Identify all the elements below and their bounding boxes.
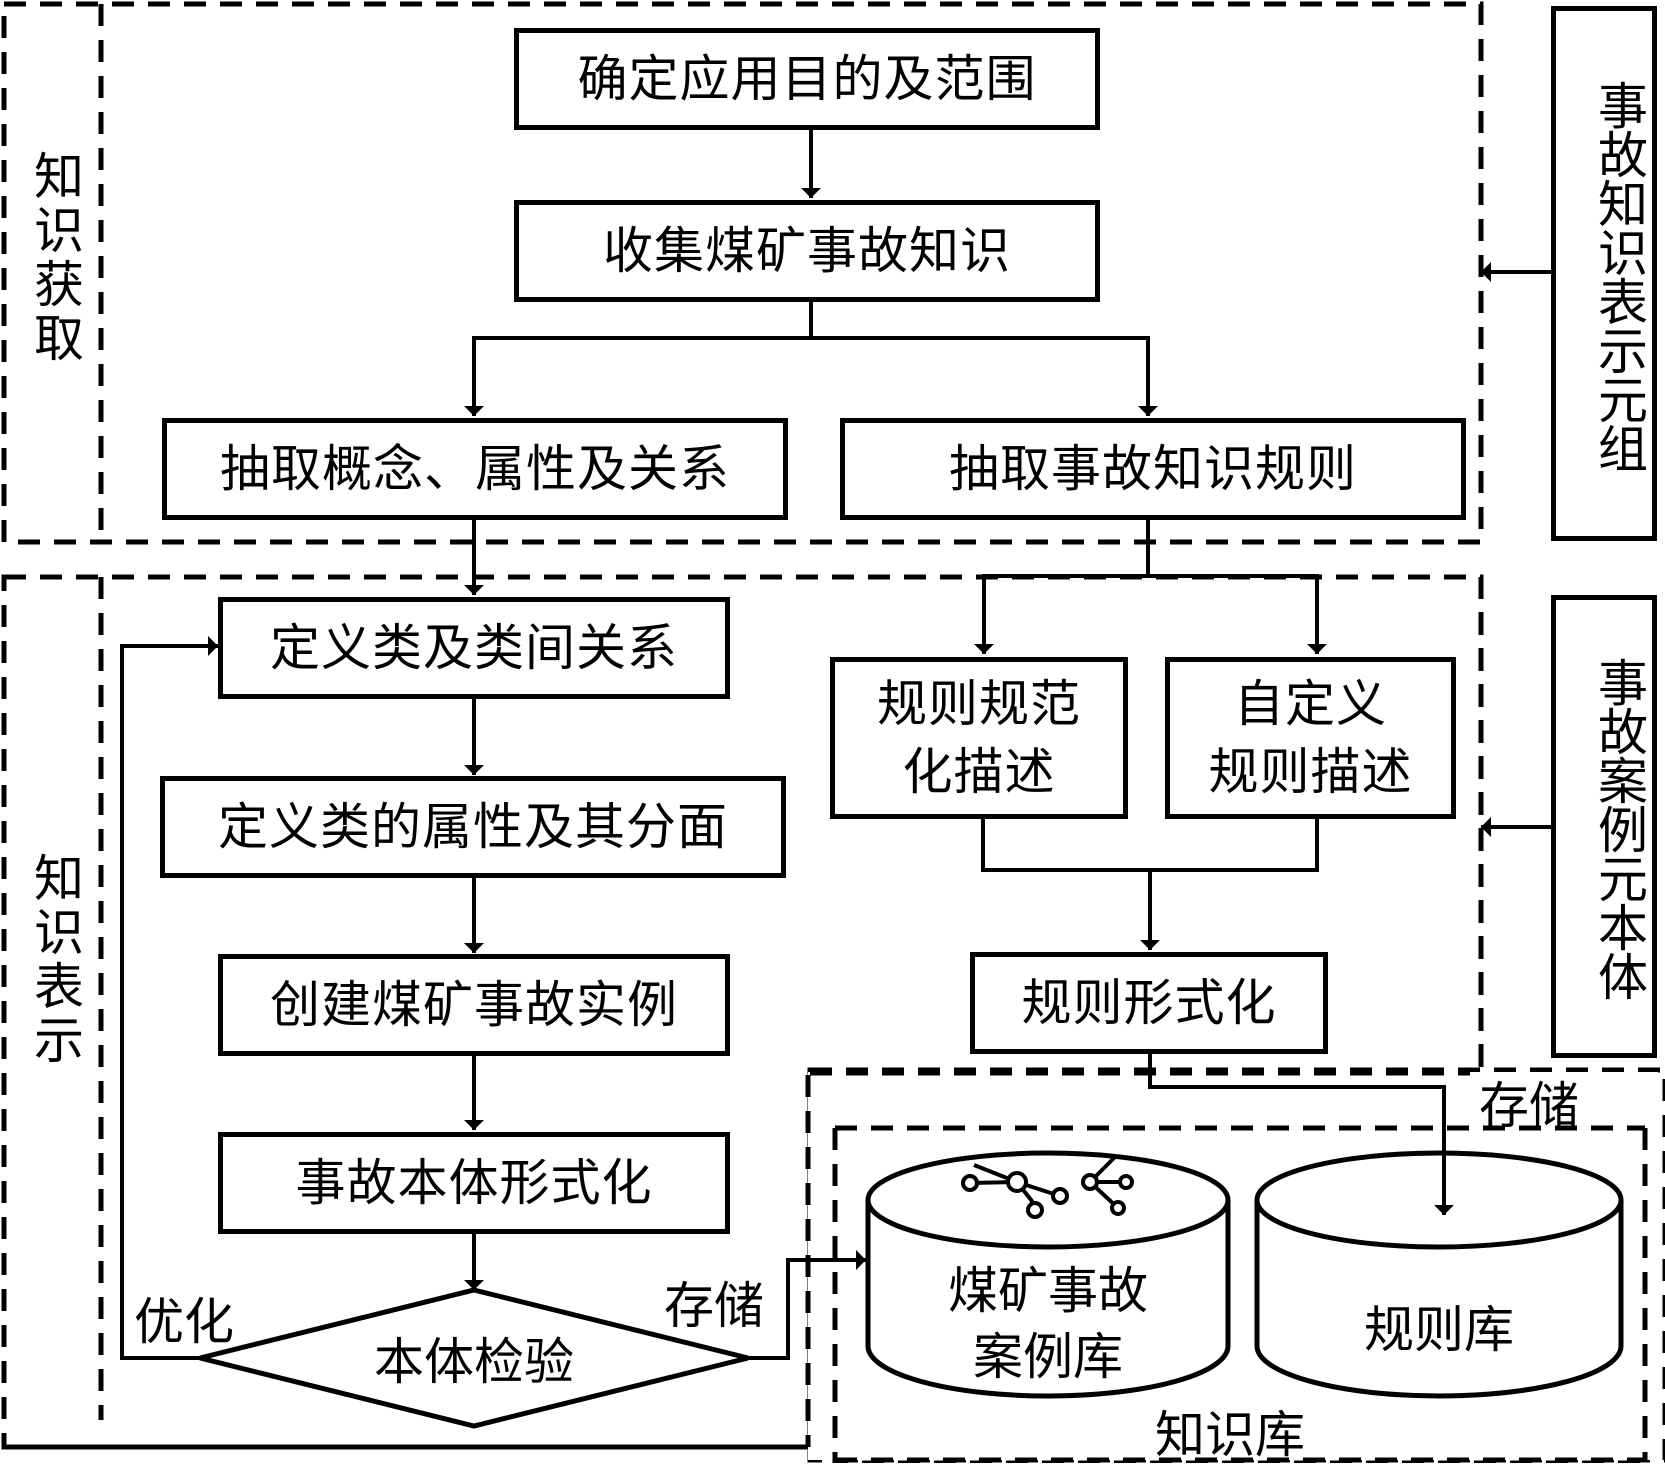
section-label-acquisition: 知识获取 <box>26 150 84 366</box>
step-create-instances: 创建煤矿事故实例 <box>218 954 730 1056</box>
edge-label-store-ontology: 存储 <box>664 1277 764 1335</box>
step-define-classes: 定义类及类间关系 <box>218 597 730 699</box>
rule-db-label: 规则库 <box>1364 1301 1514 1359</box>
step-extract-rules: 抽取事故知识规则 <box>840 418 1466 520</box>
step-extract-concepts: 抽取概念、属性及关系 <box>162 418 788 520</box>
step-rule-custom-line2: 规则描述 <box>1208 743 1413 801</box>
side-box-knowledge-tuple: 事故知识表示元组 <box>1551 6 1657 541</box>
step-validate-label: 本体检验 <box>374 1333 574 1391</box>
case-db-label: 煤矿事故 案例库 <box>918 1258 1178 1390</box>
step-define-scope: 确定应用目的及范围 <box>514 28 1100 130</box>
step-define-attributes: 定义类的属性及其分面 <box>160 776 786 878</box>
step-formalize-ontology: 事故本体形式化 <box>218 1132 730 1234</box>
step-rule-normalize: 规则规范 化描述 <box>830 657 1128 819</box>
network-icon <box>961 1154 1134 1219</box>
step-rule-normalize-line2: 化描述 <box>902 743 1056 801</box>
side-box-case-ontology: 事故案例元本体 <box>1551 595 1657 1058</box>
validate-diamond <box>199 1287 749 1429</box>
section-label-representation: 知识表示 <box>26 852 84 1068</box>
edge-label-optimize: 优化 <box>134 1293 234 1351</box>
edge-label-store-rules: 存储 <box>1479 1077 1579 1135</box>
step-rule-formalize: 规则形式化 <box>970 952 1328 1054</box>
rule-db-cylinder <box>1254 1150 1624 1399</box>
step-rule-custom-line1: 自定义 <box>1234 675 1387 733</box>
step-collect-knowledge: 收集煤矿事故知识 <box>514 200 1100 302</box>
step-rule-custom: 自定义 规则描述 <box>1165 657 1456 819</box>
case-db-cylinder <box>865 1150 1231 1399</box>
knowledge-base-label: 知识库 <box>1155 1406 1305 1464</box>
step-rule-normalize-line1: 规则规范 <box>877 675 1081 733</box>
case-db-line2: 案例库 <box>973 1328 1123 1386</box>
case-db-line1: 煤矿事故 <box>948 1262 1148 1320</box>
